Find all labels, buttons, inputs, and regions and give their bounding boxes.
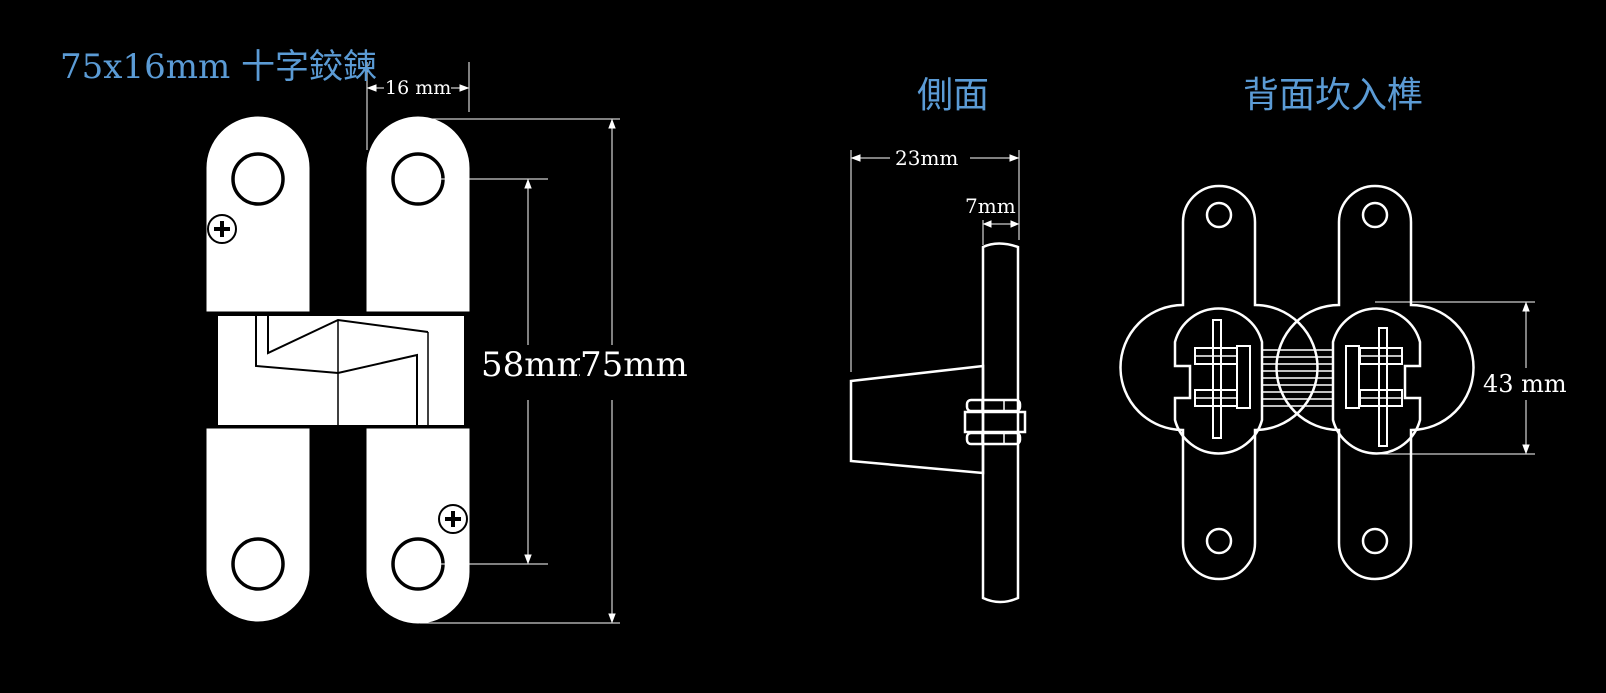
- back-hole-right-top: [1361, 201, 1389, 229]
- left-bottom-leaf: [206, 428, 310, 622]
- main-title: 75x16mm 十字鉸鍊: [60, 47, 377, 87]
- right-top-leaf: [366, 116, 470, 312]
- back-right-leaf: [1275, 184, 1475, 581]
- phillips-screw-icon: [438, 504, 468, 534]
- back-dimension-lines: [1375, 301, 1535, 455]
- hole-left-bottom: [231, 537, 285, 591]
- middle-mechanism: [216, 314, 464, 427]
- left-top-leaf: [206, 116, 310, 312]
- back-ribbon: [1262, 349, 1333, 407]
- dim-label-23mm: 23mm: [895, 146, 959, 170]
- hole-left-top: [231, 152, 285, 206]
- dim-label-43mm: 43 mm: [1483, 370, 1567, 398]
- side-dimension-lines: [850, 150, 1020, 372]
- side-plate: [981, 242, 1020, 604]
- side-view-title: 側面: [917, 75, 990, 116]
- dim-label-75mm: 75mm: [580, 345, 688, 385]
- back-hole-right-bottom: [1361, 527, 1389, 555]
- back-hole-left-bottom: [1205, 527, 1233, 555]
- back-hole-left-top: [1205, 201, 1233, 229]
- dim-label-58mm: 58mm: [481, 345, 589, 385]
- dim-label-16mm: 16 mm: [385, 77, 452, 99]
- front-dimension-lines: [366, 62, 620, 624]
- phillips-screw-icon: [207, 214, 237, 244]
- back-view-title: 背面坎入榫: [1243, 75, 1424, 116]
- front-view-hinge: [206, 116, 470, 624]
- back-left-leaf: [1119, 184, 1319, 581]
- dim-label-7mm: 7mm: [965, 194, 1016, 218]
- side-hinge-knuckle: [963, 410, 1027, 434]
- back-view-hinge: [1119, 184, 1475, 581]
- side-view-hinge: [849, 242, 1027, 604]
- side-leaf: [849, 364, 985, 475]
